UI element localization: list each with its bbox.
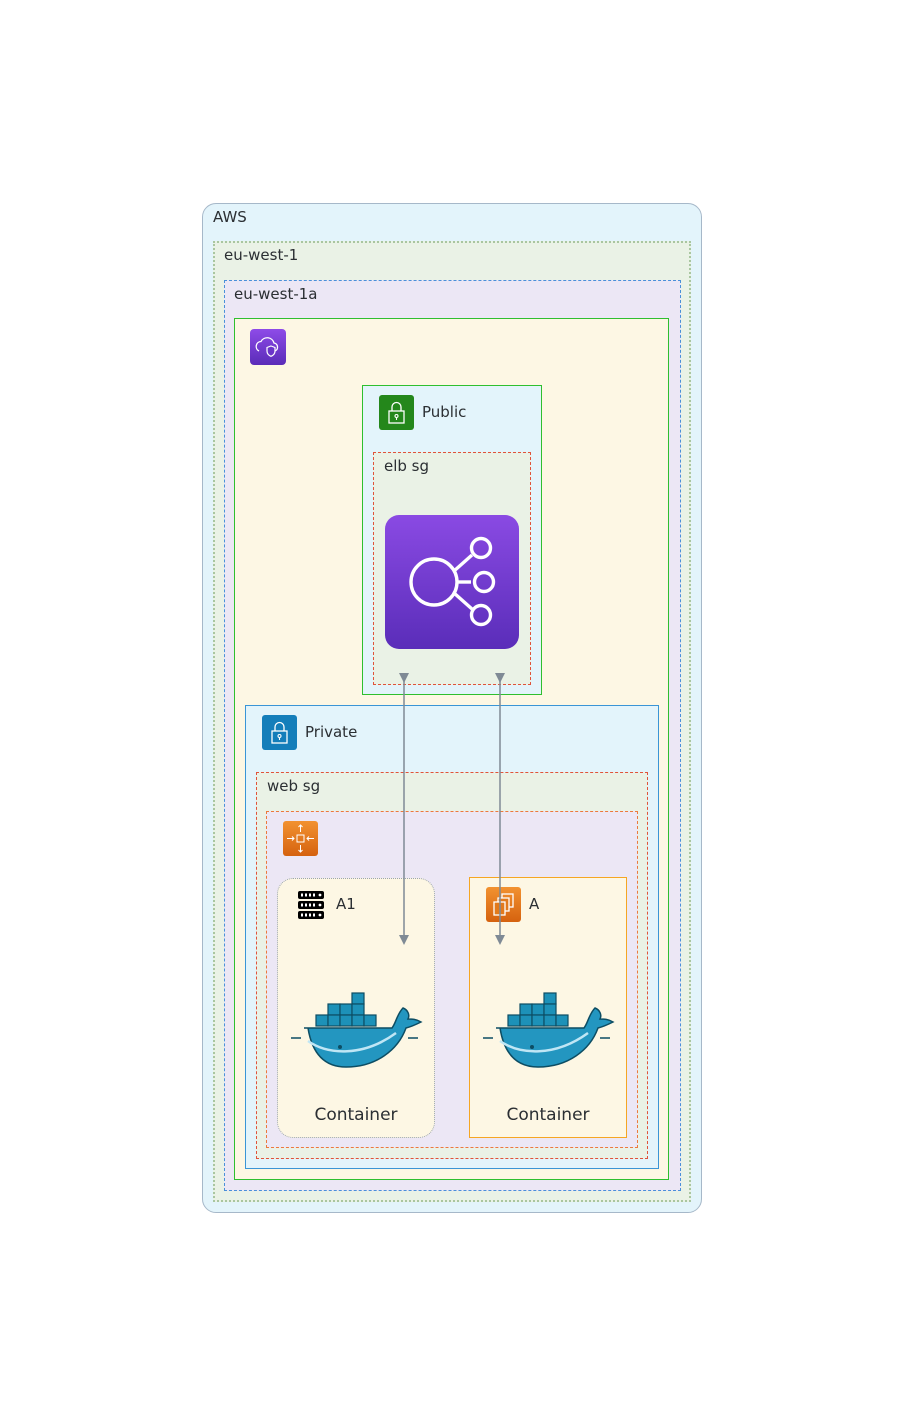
- server-rack-icon: [297, 889, 325, 922]
- public-subnet-label: Public: [422, 403, 467, 421]
- elastic-load-balancing-icon: [385, 515, 519, 649]
- cluster-a1-label: A1: [336, 895, 356, 913]
- cluster-a-label: A: [529, 895, 540, 913]
- docker-icon: [288, 990, 423, 1070]
- region-label: eu-west-1: [224, 246, 299, 264]
- aws-cloud-label: AWS: [213, 208, 247, 226]
- vpc-shield-cloud-icon: [250, 329, 286, 365]
- elb-security-group-label: elb sg: [384, 457, 430, 475]
- public-lock-icon: [379, 395, 414, 430]
- ec2-instances-icon: [486, 887, 521, 922]
- container-a-label: Container: [506, 1105, 590, 1125]
- container-a1-label: Container: [314, 1105, 398, 1125]
- docker-icon: [480, 990, 615, 1070]
- web-security-group-label: web sg: [267, 777, 321, 795]
- private-subnet-label: Private: [305, 723, 358, 741]
- private-lock-icon: [262, 715, 297, 750]
- auto-scaling-icon: [283, 821, 318, 856]
- availability-zone-label: eu-west-1a: [234, 285, 318, 303]
